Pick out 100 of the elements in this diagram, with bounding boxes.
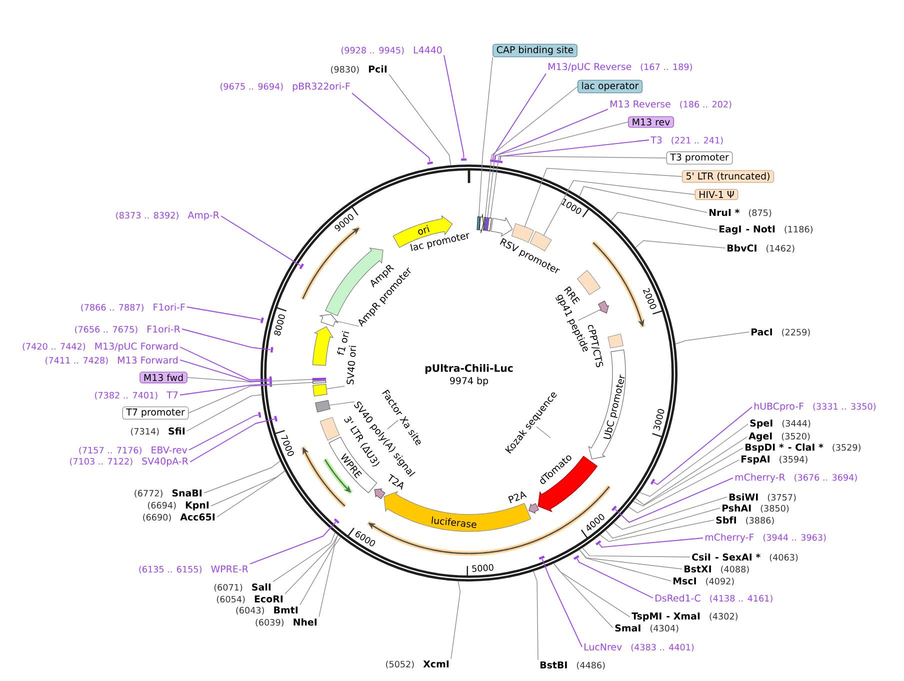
primer-label: DsRed1-C <box>656 594 700 602</box>
scale-label: 5000 <box>472 564 494 572</box>
leader-line <box>187 377 313 382</box>
leader-line <box>605 508 720 539</box>
leader-line <box>614 478 734 523</box>
primer-position: (3676 .. 3694) <box>794 474 857 482</box>
primer-position: (8373 .. 8392) <box>116 212 178 220</box>
leader-line <box>180 360 270 382</box>
primer-position: (7382 .. 7401) <box>95 392 158 400</box>
site-position: (6690) <box>143 514 171 522</box>
feature-label: P2A <box>508 492 527 504</box>
primer-position: (4138 .. 4161) <box>710 594 772 603</box>
primer-label: WPRE-R <box>211 566 248 572</box>
site-label: BbvCI <box>727 244 756 252</box>
primer-position: (4383 .. 4401) <box>631 644 694 652</box>
site-position: (4088) <box>721 566 749 574</box>
leader-line <box>190 418 275 462</box>
primer-label: mCherry-F <box>705 533 754 543</box>
site-position: (6071) <box>214 584 242 592</box>
site-label: EagI - NotI <box>719 226 775 234</box>
site-label: TspMI - XmaI <box>632 612 700 622</box>
site-label: PacI <box>751 328 772 336</box>
primer-position: (167 .. 189) <box>640 63 692 72</box>
site-position: (3886) <box>746 516 774 525</box>
primer-mark <box>612 506 617 512</box>
leader-line <box>576 558 654 598</box>
site-position: (4092) <box>706 578 734 586</box>
leader-line <box>536 426 551 438</box>
primer-mark <box>299 263 304 270</box>
primer-label: L4440 <box>414 46 442 54</box>
leader-line <box>180 384 270 396</box>
leader-line <box>188 414 259 450</box>
site-label: BstBI <box>540 661 567 668</box>
site-position: (6772) <box>134 490 162 498</box>
leader-line <box>444 54 464 159</box>
primer-mark <box>274 416 278 422</box>
scale-label: 2000 <box>642 288 656 310</box>
primer-label: T7 <box>166 392 178 398</box>
primer-position: (3944 .. 3963) <box>763 534 826 542</box>
plasmid-name: pUltra-Chili-Luc <box>425 364 513 374</box>
site-label: PshAI <box>722 504 751 512</box>
feature-tag: 5' LTR (truncated) <box>682 170 774 183</box>
leader-line <box>639 424 748 497</box>
site-label: XcmI <box>423 660 449 668</box>
feature-tag: T7 promoter <box>122 406 189 420</box>
feature-tag: HIV-1 Ψ <box>694 188 738 200</box>
leader-line <box>494 108 608 160</box>
site-position: (3444) <box>782 420 810 428</box>
primer-mark <box>596 540 602 546</box>
feature-bar <box>312 378 326 381</box>
primer-mark <box>650 478 656 485</box>
primer-label: LucNrev <box>584 643 622 650</box>
leader-line <box>598 538 704 548</box>
leader-line <box>543 180 696 236</box>
site-label: SmaI <box>615 624 640 632</box>
site-label: NheI <box>294 618 317 626</box>
site-label: BmtI <box>274 606 298 614</box>
site-position: (4486) <box>577 662 605 670</box>
feature-tag: T3 promoter <box>666 151 733 165</box>
feature-bar <box>482 216 486 231</box>
leader-line <box>500 140 650 161</box>
feature-tag: CAP binding site <box>492 44 578 58</box>
site-position: (3520) <box>782 432 810 441</box>
primer-label: EBV-rev <box>152 446 188 454</box>
primer-mark <box>260 317 264 324</box>
site-label: KpnI <box>186 502 209 510</box>
leader-line <box>653 406 752 486</box>
leader-line <box>579 549 682 570</box>
leader-line <box>450 580 461 660</box>
leader-line <box>533 570 538 660</box>
leader-line <box>352 92 430 162</box>
leader-line <box>524 168 682 227</box>
primer-mark <box>258 412 262 418</box>
leader-line <box>186 306 262 320</box>
primer-mark <box>427 161 433 165</box>
site-label: SfiI <box>168 427 185 435</box>
feature-bar <box>312 380 326 384</box>
leader-line <box>318 536 341 618</box>
site-label: PciI <box>368 65 387 73</box>
site-position: (4304) <box>650 624 678 633</box>
site-position: (4063) <box>770 554 798 562</box>
leader-line <box>250 522 336 564</box>
primer-position: (7157 .. 7176) <box>79 446 142 455</box>
site-label: CsiI - SexAI * <box>692 553 760 561</box>
scale-label: 3000 <box>653 409 664 430</box>
site-position: (7314) <box>131 428 159 436</box>
plasmid-size: 9974 bp <box>450 376 488 386</box>
site-position: (3529) <box>832 444 860 452</box>
site-position: (1186) <box>784 226 812 234</box>
primer-label: SV40pA-R <box>142 458 188 466</box>
site-position: (3757) <box>768 494 796 502</box>
site-label: AgeI <box>748 432 772 442</box>
leader-line <box>579 549 672 582</box>
site-label: MscI <box>673 577 696 584</box>
leader-line <box>284 534 338 594</box>
leader-line <box>204 460 280 494</box>
leader-line <box>329 401 355 406</box>
site-label: BsiWI <box>729 493 758 501</box>
primer-position: (7420 .. 7442) <box>22 342 86 351</box>
primer-label: F1ori-F <box>154 303 185 311</box>
